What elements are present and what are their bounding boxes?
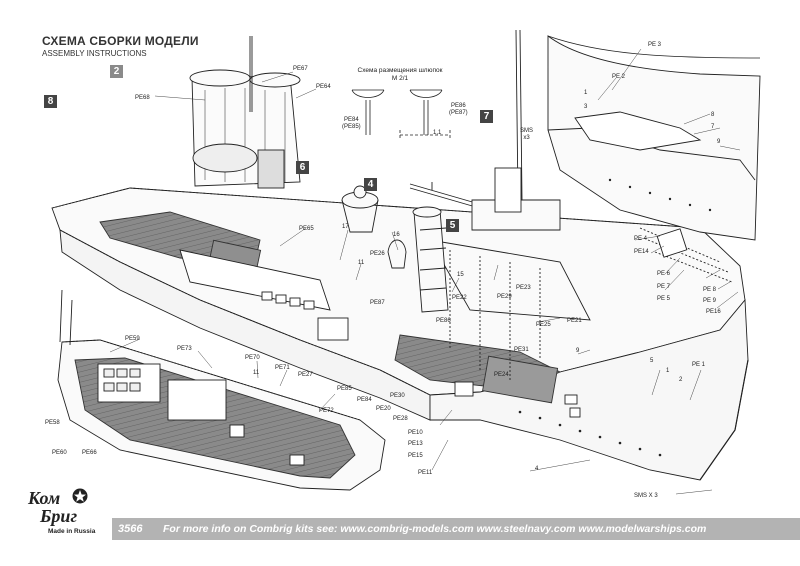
label-pe9: PE 9 <box>703 298 717 304</box>
label-pe86-pe87: PE86 (PE87) <box>449 103 468 116</box>
star-icon <box>72 488 88 504</box>
label-pe71: PE71 <box>275 365 290 371</box>
made-in-russia: Made in Russia <box>48 528 96 535</box>
title-russian: СХЕМА СБОРКИ МОДЕЛИ <box>42 34 199 48</box>
label-pe31: PE31 <box>514 347 529 353</box>
label-pe29: PE29 <box>497 294 512 300</box>
label-pe8: PE 8 <box>703 287 717 293</box>
title-english: ASSEMBLY INSTRUCTIONS <box>42 49 147 58</box>
label-pe73: PE73 <box>177 346 192 352</box>
label-pe25: PE25 <box>536 322 551 328</box>
footer: 3566 For more info on Combrig kits see: … <box>0 518 800 540</box>
main-hull <box>51 187 749 481</box>
label-4: 4 <box>535 466 539 472</box>
label-3: 3 <box>584 104 588 110</box>
label-pe86: PE86 <box>436 318 451 324</box>
label-pe58: PE58 <box>45 420 60 426</box>
label-pe4: PE 4 <box>634 236 648 242</box>
label-pe20: PE20 <box>376 406 391 412</box>
label-pe6: PE 6 <box>657 271 671 277</box>
label-pe84-pe85: PE84 (PE85) <box>342 117 361 130</box>
label-pe27: PE27 <box>298 372 313 378</box>
label-7: 7 <box>711 124 715 130</box>
label-pe30: PE30 <box>390 393 405 399</box>
label-pe68: PE68 <box>135 95 150 101</box>
label-2: 2 <box>679 377 683 383</box>
label-pe67: PE67 <box>293 66 308 72</box>
step-5-box: 5 <box>446 219 459 232</box>
logo-word-brig: Бриг <box>40 506 78 526</box>
label-11-upper: 11 <box>358 260 365 266</box>
funnel-assembly <box>189 36 301 189</box>
step-7-box: 7 <box>480 110 493 123</box>
boat-scheme-title-line1: Схема размещения шлюпок <box>357 67 443 74</box>
label-pe24: PE24 <box>494 372 509 378</box>
label-pe59: PE59 <box>125 336 140 342</box>
label-5: 5 <box>650 358 654 364</box>
label-8: 8 <box>711 112 715 118</box>
label-16: 16 <box>393 232 400 238</box>
label-pe16: PE16 <box>706 309 721 315</box>
leader-lines <box>109 48 741 495</box>
label-1-lower: 1 <box>666 368 670 374</box>
label-pe72: PE72 <box>319 408 334 414</box>
boat-scheme <box>351 89 451 140</box>
kit-number: 3566 <box>118 523 143 535</box>
step-8-box: 8 <box>44 95 57 108</box>
label-pe28: PE28 <box>393 416 408 422</box>
step-6-box: 6 <box>296 161 309 174</box>
label-pe2: PE 2 <box>612 74 626 80</box>
label-pe13: PE13 <box>408 441 423 447</box>
header: СХЕМА СБОРКИ МОДЕЛИ ASSEMBLY INSTRUCTION… <box>42 34 199 58</box>
label-pe22: PE22 <box>452 295 467 301</box>
step5-parts <box>387 206 449 313</box>
label-pe66: PE66 <box>82 450 97 456</box>
mast-crane <box>409 29 591 380</box>
label-pe85: PE85 <box>337 386 352 392</box>
logo-word-kom: Ком <box>28 488 61 508</box>
label-pe21: PE21 <box>567 318 582 324</box>
label-17: 17 <box>342 224 349 230</box>
label-15: 15 <box>457 272 464 278</box>
label-9-lower: 9 <box>576 348 580 354</box>
kombrig-logo: Ком Бриг Made in Russia <box>20 488 110 536</box>
label-pe7: PE 7 <box>657 284 671 290</box>
label-pe5: PE 5 <box>657 296 671 302</box>
label-pe1: PE 1 <box>692 362 706 368</box>
step-4-box: 4 <box>364 178 377 191</box>
label-pe11: PE11 <box>418 470 433 476</box>
label-pe65: PE65 <box>299 226 314 232</box>
label-sms-x3-bottom: SMS X 3 <box>634 493 658 499</box>
label-pe23: PE23 <box>516 285 531 291</box>
label-pe10: PE10 <box>408 430 423 436</box>
bow-section <box>547 35 761 283</box>
label-pe64: PE64 <box>316 84 331 90</box>
footer-links-text: For more info on Combrig kits see: www.c… <box>163 523 707 535</box>
footer-bar <box>112 518 800 540</box>
searchlight-platform <box>341 185 379 233</box>
boat-scheme-dimension: 1,1 <box>433 130 442 136</box>
label-pe26: PE26 <box>370 251 385 257</box>
label-pe70: PE70 <box>245 355 260 361</box>
step-2-box: 2 <box>110 65 123 78</box>
label-pe14: PE14 <box>634 249 649 255</box>
label-pe84: PE84 <box>357 397 372 403</box>
boat-scheme-scale: М 2/1 <box>391 75 409 82</box>
label-9: 9 <box>717 139 721 145</box>
lower-hull <box>57 289 386 491</box>
label-pe60: PE60 <box>52 450 67 456</box>
label-pe15: PE15 <box>408 453 423 459</box>
label-pe3: PE 3 <box>648 42 662 48</box>
label-11-lower: 11 <box>253 370 260 376</box>
label-1: 1 <box>584 90 588 96</box>
boat-scheme-title: Схема размещения шлюпок М 2/1 <box>345 67 455 83</box>
label-sms-x3-top: SMS x3 <box>520 128 534 141</box>
label-pe87: PE87 <box>370 300 385 306</box>
